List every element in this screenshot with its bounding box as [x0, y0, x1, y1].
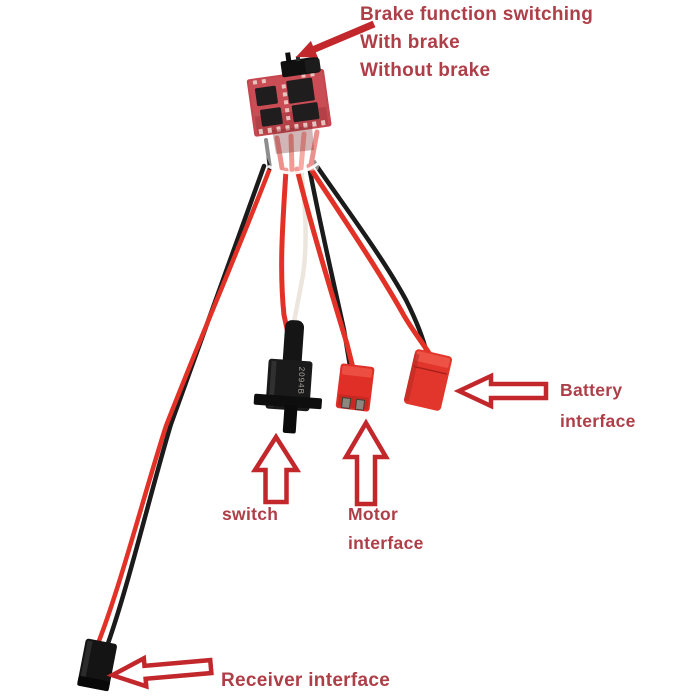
receiver-annotation: Receiver interface — [221, 670, 391, 691]
outline-arrows — [106, 372, 549, 690]
mosfet-chip — [260, 107, 283, 127]
battery-wire-red — [306, 163, 435, 361]
switch-flange — [253, 393, 323, 410]
battery-jst-connector — [403, 349, 453, 411]
mosfet-chip — [286, 77, 315, 104]
mosfet-chip — [291, 102, 320, 123]
receiver-plug — [77, 638, 117, 692]
receiver-arrow-icon — [106, 654, 214, 690]
brake-annotation-line1: Brake function switching — [360, 4, 594, 25]
mosfet-chip — [254, 85, 278, 107]
switch-wire-red — [279, 167, 292, 341]
switch-arrow-icon — [250, 432, 302, 505]
motor-connector-pin — [340, 397, 352, 410]
brake-jumper-pin — [285, 52, 292, 63]
wires — [94, 159, 435, 652]
brake-annotation-line3: Without brake — [360, 60, 491, 81]
battery-annotation-line1: Battery — [560, 380, 623, 400]
battery-wire-black — [311, 159, 430, 357]
motor-annotation-line2: interface — [348, 533, 424, 553]
power-switch: 2094B — [253, 320, 323, 434]
battery-arrow-icon — [453, 372, 549, 410]
receiver-wire-red — [94, 165, 273, 649]
brake-annotation-line2: With brake — [360, 32, 460, 53]
board-shadow — [272, 126, 314, 154]
brake-jumper-header — [280, 52, 321, 78]
motor-arrow-icon — [342, 418, 390, 507]
battery-annotation-line2: interface — [560, 411, 636, 431]
switch-annotation: switch — [222, 504, 279, 524]
solder-pads — [252, 72, 326, 135]
motor-wire-red — [294, 166, 357, 375]
motor-connector-pin — [354, 398, 366, 411]
receiver-wire-black — [103, 163, 267, 652]
motor-jst-connector — [335, 363, 375, 412]
clear-heatshrink-wrap — [256, 126, 332, 174]
clear-heatshrink-edge — [267, 160, 321, 175]
switch-lever — [282, 404, 298, 434]
motor-annotation-line1: Motor — [348, 504, 399, 524]
switch-heatshrink — [282, 320, 305, 369]
switch-marking: 2094B — [296, 367, 306, 395]
brake-arrow-icon — [296, 20, 376, 58]
esc-board — [246, 52, 332, 137]
